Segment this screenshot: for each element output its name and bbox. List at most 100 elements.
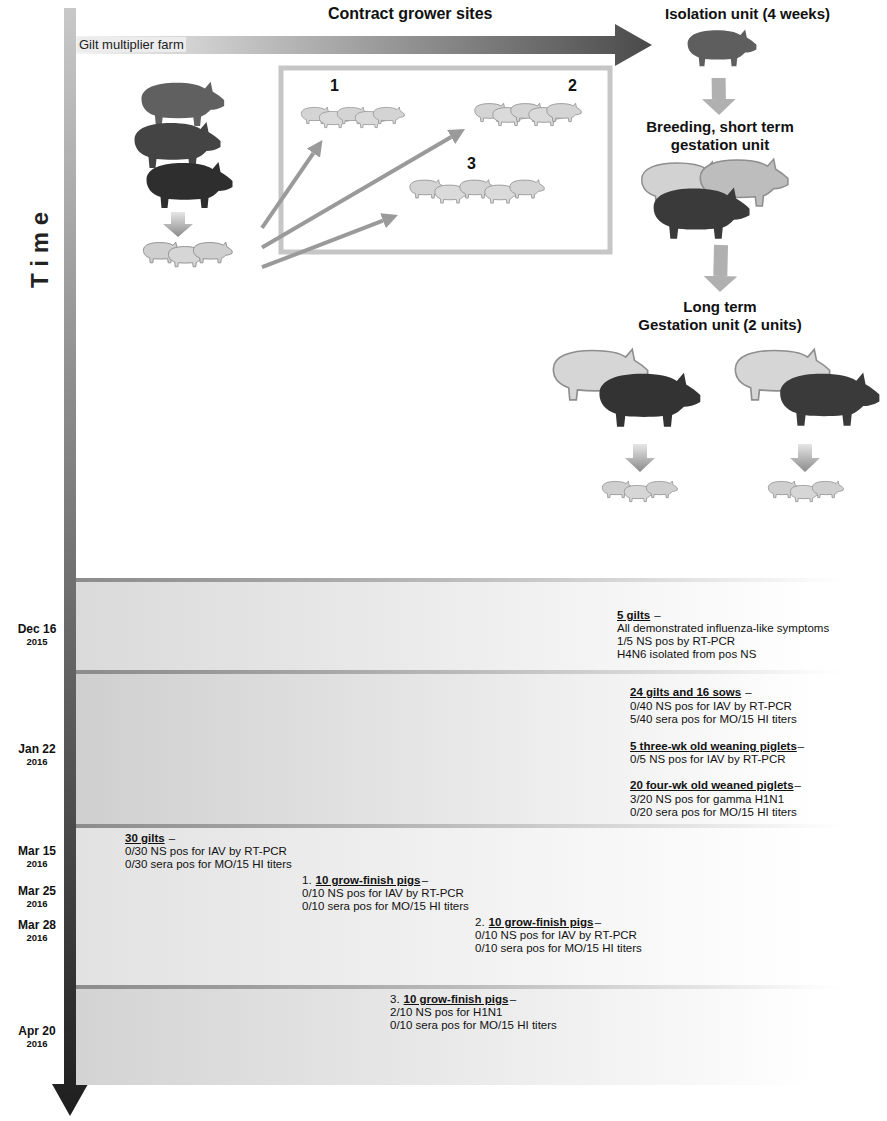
- flow-arrow: [713, 245, 728, 276]
- time-band: Jan 22201624 gilts and 16 sows–0/40 NS p…: [0, 670, 887, 824]
- group-heading: 10 grow-finish pigs: [404, 993, 509, 1006]
- text-slot: 0/10 sera pos for MO/15 HI titers: [302, 900, 469, 913]
- year-label: 2016: [12, 756, 62, 768]
- text-slot: Breeding, short term gestation unit: [625, 118, 815, 154]
- farm-stage: Gilt multiplier farm: [75, 36, 262, 282]
- text-slot: Mar 25: [12, 884, 62, 898]
- pig-figure: [147, 162, 233, 208]
- result-line: 0/10 sera pos for MO/15 HI titers: [302, 900, 469, 913]
- grower-site: 1: [295, 74, 405, 140]
- pig-figure: [135, 122, 221, 168]
- time-band: Apr 202016 3. 10 grow-finish pigs–2/10 NS …: [0, 985, 887, 1085]
- dash: –: [795, 779, 801, 792]
- result-line: 5/40 sera pos for MO/15 HI titers: [630, 713, 797, 726]
- text-slot: –: [654, 609, 660, 622]
- farm-stage: Long term Gestation unit (2 units): [535, 292, 882, 527]
- group-heading: 5 three-wk old weaning piglets: [630, 740, 797, 753]
- text-slot: 10 grow-finish pigs: [316, 874, 421, 887]
- text-slot: 0/40 NS pos for IAV by RT-PCR: [630, 700, 792, 713]
- text-slot: 2/10 NS pos for H1N1: [390, 1006, 503, 1019]
- flow-block-arrow: [76, 24, 652, 66]
- site-number: 1.: [302, 874, 312, 887]
- year-label: 2016: [12, 898, 62, 910]
- text-slot: 30 gilts: [125, 832, 165, 845]
- text-slot: –: [745, 686, 751, 699]
- text-slot: T i m e: [26, 212, 54, 288]
- text-slot: 2016: [12, 898, 62, 910]
- dash: –: [422, 874, 428, 887]
- text-slot: 2015: [12, 636, 62, 648]
- flow-arrow: [262, 221, 383, 268]
- text-slot: Jan 22: [12, 742, 62, 756]
- group-heading: 24 gilts and 16 sows: [630, 686, 741, 699]
- result-line: 0/10 NS pos for IAV by RT-PCR: [475, 929, 637, 942]
- stage-heading: Gilt multiplier farm: [77, 37, 186, 52]
- text-slot: Gilt multiplier farm: [77, 37, 186, 52]
- text-slot: 1.: [302, 874, 312, 887]
- date-label: Mar 15: [12, 844, 62, 858]
- date-label: Apr 20: [12, 1024, 62, 1038]
- piglet-figure: [547, 103, 581, 121]
- date-label: Mar 25: [12, 884, 62, 898]
- flow-arrow: [262, 153, 313, 228]
- year-label: 2016: [12, 932, 62, 944]
- pig-figure: [599, 373, 700, 427]
- text-slot: –: [795, 779, 801, 792]
- text-slot: 2: [568, 76, 577, 95]
- piglet-figure: [193, 242, 232, 263]
- dash: –: [595, 916, 601, 929]
- result-line: H4N6 isolated from pos NS: [617, 648, 756, 661]
- text-slot: Contract grower sites: [328, 4, 492, 23]
- result-line: 0/10 sera pos for MO/15 HI titers: [390, 1019, 557, 1032]
- text-slot: 20 four-wk old weaned piglets: [630, 779, 794, 792]
- result-line: 0/5 NS pos for IAV by RT-PCR: [630, 753, 786, 766]
- text-slot: 0/10 NS pos for IAV by RT-PCR: [475, 929, 637, 942]
- group-heading: 10 grow-finish pigs: [489, 916, 594, 929]
- date-label: Jan 22: [12, 742, 62, 756]
- text-slot: 0/30 sera pos for MO/15 HI titers: [125, 858, 292, 871]
- group-heading: 10 grow-finish pigs: [316, 874, 421, 887]
- text-slot: 3.: [390, 993, 400, 1006]
- site-number: 1: [330, 76, 339, 95]
- axis-label: T i m e: [26, 212, 54, 288]
- piglet-figure: [646, 481, 677, 498]
- text-slot: H4N6 isolated from pos NS: [617, 648, 756, 661]
- pig-figure: [654, 187, 750, 238]
- text-slot: 5 three-wk old weaning piglets: [630, 740, 797, 753]
- farm-stage: Isolation unit (4 weeks): [660, 3, 882, 78]
- year-label: 2016: [12, 1038, 62, 1050]
- text-slot: 2.: [475, 916, 485, 929]
- site-number: 2.: [475, 916, 485, 929]
- text-slot: 2016: [12, 932, 62, 944]
- group-heading: 20 four-wk old weaned piglets: [630, 779, 794, 792]
- time-band: Dec 1620155 gilts–All demonstrated influ…: [0, 578, 887, 670]
- down-arrow: [790, 444, 820, 472]
- time-band: Mar 152016Mar 252016Mar 28201630 gilts–0…: [0, 824, 887, 985]
- year-label: 2015: [12, 636, 62, 648]
- text-slot: 10 grow-finish pigs: [404, 993, 509, 1006]
- down-arrow: [625, 444, 655, 472]
- down-arrow: [163, 212, 193, 237]
- site-number: 3.: [390, 993, 400, 1006]
- grower-sites-frame: [281, 68, 610, 252]
- text-slot: 0/10 NS pos for IAV by RT-PCR: [302, 887, 464, 900]
- site-number: 3: [467, 154, 476, 173]
- dash: –: [798, 740, 804, 753]
- text-slot: 2016: [12, 756, 62, 768]
- text-slot: Mar 28: [12, 918, 62, 932]
- text-slot: 0/30 NS pos for IAV by RT-PCR: [125, 845, 287, 858]
- text-slot: 10 grow-finish pigs: [489, 916, 594, 929]
- text-slot: –: [510, 993, 516, 1006]
- text-slot: 0/5 NS pos for IAV by RT-PCR: [630, 753, 786, 766]
- result-line: 3/20 NS pos for gamma H1N1: [630, 793, 784, 806]
- pig-figure: [780, 373, 879, 426]
- text-slot: 0/20 sera pos for MO/15 HI titers: [630, 806, 797, 819]
- farm-stage: Breeding, short term gestation unit: [625, 115, 817, 245]
- dash: –: [745, 686, 751, 699]
- grower-site: 2: [465, 74, 590, 135]
- flow-label: Contract grower sites: [328, 4, 492, 23]
- piglet-figure: [510, 180, 544, 198]
- group-heading: 30 gilts: [125, 832, 165, 845]
- result-line: 0/20 sera pos for MO/15 HI titers: [630, 806, 797, 819]
